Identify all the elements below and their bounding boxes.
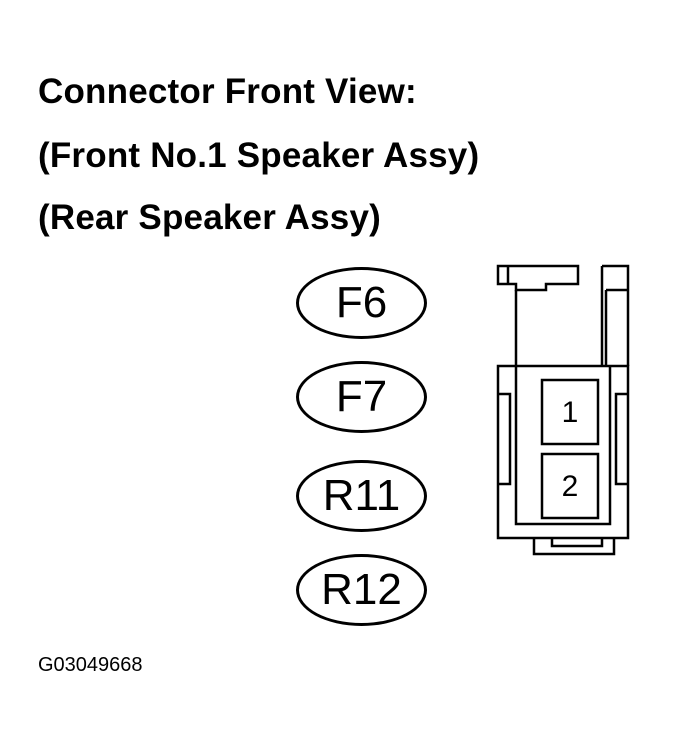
connector-code-f7: F7 [296, 361, 427, 433]
title-front-speaker: (Front No.1 Speaker Assy) [38, 136, 480, 175]
connector-code-r11: R11 [296, 460, 427, 532]
pin-label-1: 1 [562, 396, 579, 429]
connector-latch [496, 264, 580, 366]
pin-cavity-1 [540, 378, 600, 446]
connector-code-r12: R12 [296, 554, 427, 626]
pin-cavity-2 [540, 452, 600, 520]
pin-label-2: 2 [562, 470, 579, 503]
title-rear-speaker: (Rear Speaker Assy) [38, 198, 381, 237]
connector-guide-rail [600, 264, 630, 366]
title-connector-front-view: Connector Front View: [38, 72, 417, 111]
figure-id: G03049668 [38, 654, 143, 676]
connector-code-f6: F6 [296, 267, 427, 339]
connector-housing [496, 364, 630, 556]
connector-front-view-drawing: 1 2 [496, 264, 630, 556]
